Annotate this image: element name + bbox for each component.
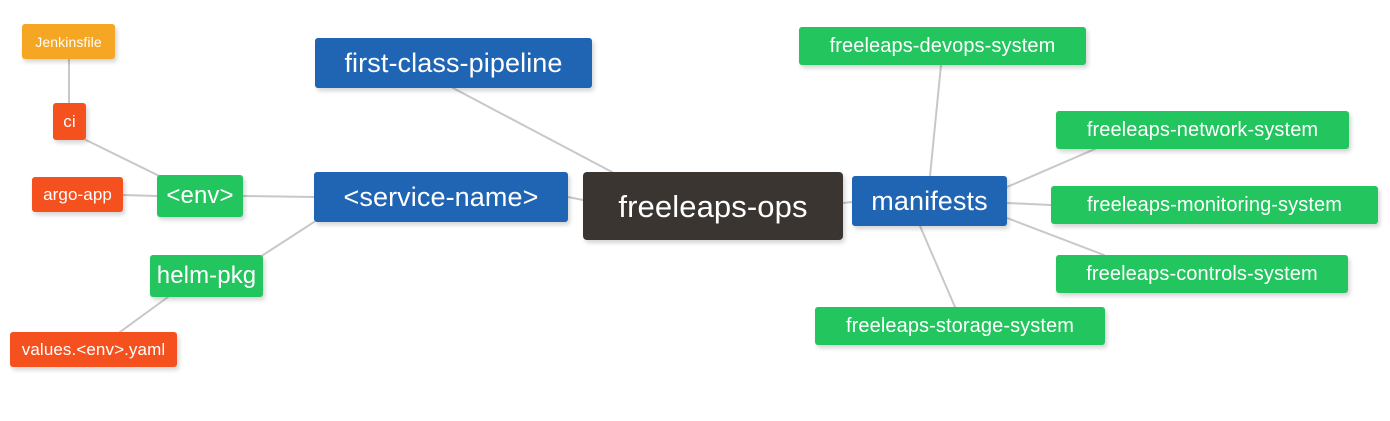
node-label: freeleaps-ops	[618, 188, 808, 224]
node-label: ci	[63, 112, 76, 131]
mindmap-node-first-class-pipeline[interactable]: first-class-pipeline	[315, 38, 592, 88]
node-label: first-class-pipeline	[344, 47, 563, 78]
node-label: freeleaps-devops-system	[829, 35, 1056, 57]
node-label: <service-name>	[343, 181, 539, 212]
edge-service-name-to-freeleaps-ops	[567, 196, 584, 201]
edge-freeleaps-ops-to-manifests	[842, 201, 853, 204]
mindmap-node-freeleaps-storage-system[interactable]: freeleaps-storage-system	[815, 307, 1105, 345]
mindmap-node-freeleaps-network-system[interactable]: freeleaps-network-system	[1056, 111, 1349, 149]
mindmap-node-manifests[interactable]: manifests	[852, 176, 1007, 226]
node-label: helm-pkg	[156, 262, 257, 289]
mindmap-node-freeleaps-controls-system[interactable]: freeleaps-controls-system	[1056, 255, 1348, 293]
node-label: freeleaps-network-system	[1086, 119, 1319, 141]
mindmap-node-argo-app[interactable]: argo-app	[32, 177, 123, 212]
node-label: manifests	[871, 185, 988, 216]
edge-manifests-to-freeleaps-devops-system	[929, 64, 942, 177]
node-label: values.<env>.yaml	[21, 340, 166, 359]
mindmap-node-ci[interactable]: ci	[53, 103, 86, 140]
edge-manifests-to-freeleaps-monitoring-system	[1006, 202, 1052, 206]
node-label: <env>	[166, 182, 234, 209]
mindmap-node-jenkinsfile[interactable]: Jenkinsfile	[22, 24, 115, 59]
mindmap-node-env[interactable]: <env>	[157, 175, 243, 217]
edge-manifests-to-freeleaps-network-system	[1006, 148, 1096, 188]
mindmap-node-freeleaps-monitoring-system[interactable]: freeleaps-monitoring-system	[1051, 186, 1378, 224]
edge-first-class-pipeline-to-freeleaps-ops	[452, 87, 613, 173]
mindmap-node-service-name[interactable]: <service-name>	[314, 172, 568, 222]
edge-argo-app-to-env	[122, 194, 158, 197]
mindmap-node-helm-pkg[interactable]: helm-pkg	[150, 255, 263, 297]
node-label: freeleaps-storage-system	[845, 315, 1075, 337]
edge-helm-pkg-to-values-yaml	[119, 296, 169, 333]
node-label: freeleaps-controls-system	[1086, 263, 1318, 285]
mindmap-node-values-yaml[interactable]: values.<env>.yaml	[10, 332, 177, 367]
node-label: argo-app	[43, 185, 112, 204]
edge-env-to-service-name	[242, 195, 315, 198]
mindmap-node-freeleaps-ops[interactable]: freeleaps-ops	[583, 172, 843, 240]
node-label: Jenkinsfile	[35, 33, 102, 50]
mindmap-node-freeleaps-devops-system[interactable]: freeleaps-devops-system	[799, 27, 1086, 65]
node-label: freeleaps-monitoring-system	[1086, 194, 1342, 216]
edge-manifests-to-freeleaps-storage-system	[919, 225, 956, 308]
